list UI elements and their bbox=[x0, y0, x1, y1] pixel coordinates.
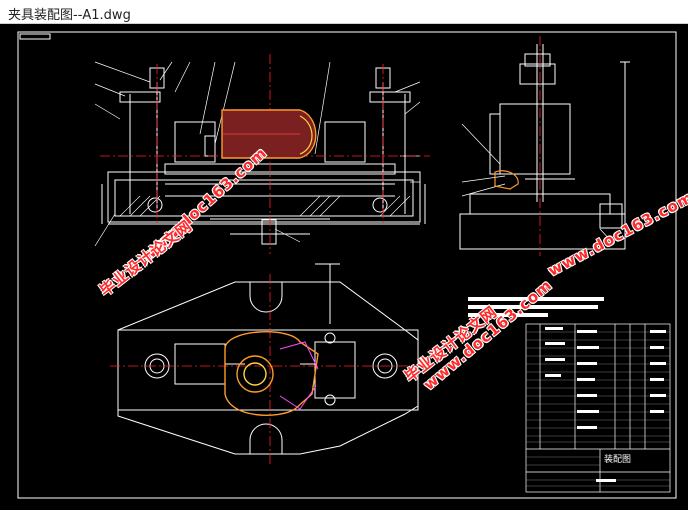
title-block-name: 装配图 bbox=[604, 455, 632, 465]
workpiece-side bbox=[494, 170, 519, 190]
technical-requirements bbox=[468, 297, 666, 482]
side-view bbox=[459, 44, 630, 250]
workpiece-front bbox=[221, 109, 317, 159]
parts-list bbox=[525, 323, 671, 493]
workpiece-top bbox=[224, 331, 319, 416]
window-titlebar: 夹具装配图--A1.dwg bbox=[0, 0, 688, 24]
frame-corner-mark bbox=[19, 33, 51, 40]
front-hatch bbox=[119, 195, 411, 217]
top-view bbox=[117, 263, 419, 455]
side-leaders bbox=[461, 123, 613, 243]
window-title: 夹具装配图--A1.dwg bbox=[8, 8, 131, 23]
front-leaders bbox=[94, 61, 421, 247]
drawing-border bbox=[17, 31, 677, 499]
parts-list-rows bbox=[526, 331, 670, 487]
cad-drawing bbox=[17, 31, 677, 499]
drawing-canvas[interactable]: www.doc163.com 毕业设计论文网 www.doc163.com 毕业… bbox=[0, 24, 688, 510]
